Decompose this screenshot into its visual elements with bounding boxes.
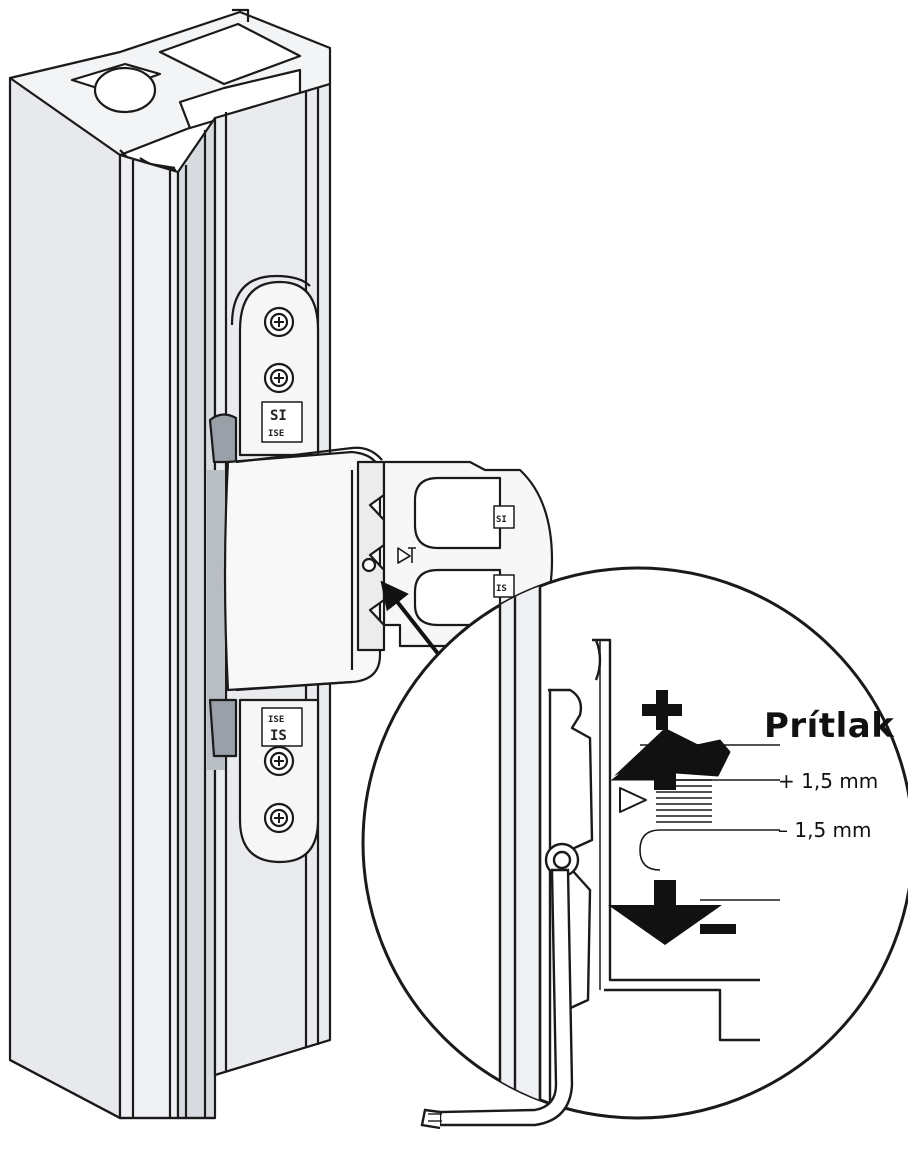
plate-mark-ise: ISE xyxy=(268,429,284,439)
plate-mark-ise-lower: ISE xyxy=(268,715,284,725)
plus-sign-icon xyxy=(642,690,682,730)
detail-magnifier xyxy=(361,566,908,1120)
screw-icon xyxy=(263,306,295,338)
plus-adjustment-value: + 1,5 mm xyxy=(778,769,879,793)
block-mark-si: SI xyxy=(496,515,507,525)
screw-icon xyxy=(263,745,295,777)
plate-mark-si: SI xyxy=(270,408,287,424)
screw-icon xyxy=(263,362,295,394)
hinge-assembly xyxy=(208,274,554,864)
allen-key-icon xyxy=(420,868,574,1130)
block-mark-is: IS xyxy=(496,584,507,594)
minus-adjustment-value: – 1,5 mm xyxy=(778,818,872,842)
plate-mark-is: IS xyxy=(270,728,287,744)
minus-sign-icon xyxy=(700,924,736,934)
adjust-down-arrow-icon xyxy=(608,880,722,945)
pressure-adjustment-title: Prítlak xyxy=(764,706,895,746)
screw-icon xyxy=(263,802,295,834)
